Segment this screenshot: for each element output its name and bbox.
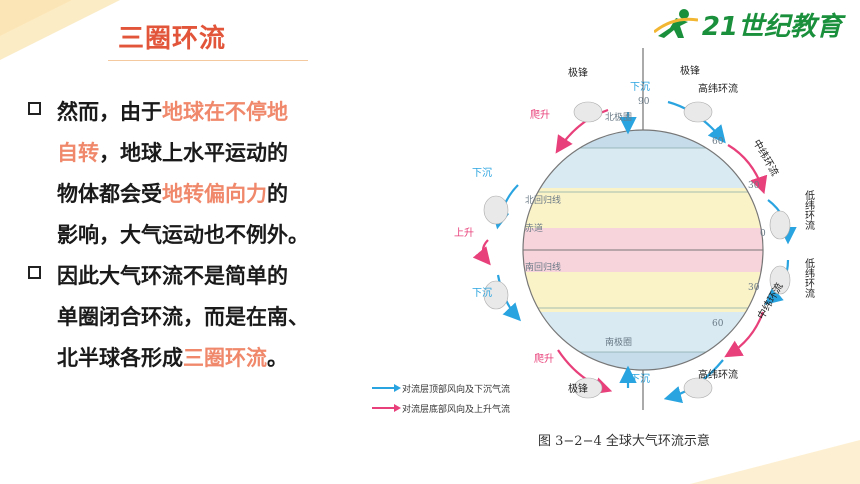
bullet-item: 因此大气环流不是简单的 单圈闭合环流，而是在南、 北半球各形成三圈环流。 [28,256,358,379]
blue-arrow-icon [372,384,401,392]
diagram-legend: 对流层顶部风向及下沉气流 对流层底部风向及上升气流 [372,378,510,418]
label-descend-left-s: 下沉 [472,286,492,299]
label-polar-front-top: 极锋 [680,64,700,77]
label-deg30s: 30 [748,283,760,293]
label-descend-top: 下沉 [630,80,650,93]
bullet-text: 因此大气环流不是简单的 单圈闭合环流，而是在南、 北半球各形成三圈环流。 [57,264,309,370]
logo: 21世纪教育 [653,6,842,43]
label-polar-front-s: 极锋 [568,382,588,395]
label-high-lat-n: 高纬环流 [698,82,738,95]
label-high-lat-s: 高纬环流 [698,368,738,381]
checkbox-bullet-icon [28,102,41,115]
logo-text: 21世纪教育 [701,12,842,42]
label-deg0: 0 [760,229,766,239]
label-polar-front-n: 极锋 [568,66,588,79]
label-rise-eq: 上升 [454,227,474,239]
runner-logo-icon [653,8,698,38]
title-underline [108,60,308,61]
cloud-icons [483,101,791,399]
bullet-text: 然而，由于地球在不停地 自转，地球上水平运动的 物体都会受地转偏向力的 影响，大… [57,100,309,247]
label-equator: 赤道 [525,222,543,234]
legend-row-pink: 对流层底部风向及上升气流 [372,398,510,418]
legend-row-blue: 对流层顶部风向及下沉气流 [372,378,510,398]
globe-bands [523,130,763,370]
label-deg60s: 60 [712,319,724,329]
label-deg30n: 30 [748,181,760,191]
label-arctic: 北极圈 [605,111,632,123]
label-descend-left: 下沉 [472,166,492,179]
page-title: 三圈环流 [118,24,227,54]
label-cancer: 北回归线 [525,194,561,206]
label-rise-n: 爬升 [530,109,550,121]
legend-label: 对流层底部风向及上升气流 [402,404,511,415]
bullet-list: 然而，由于地球在不停地 自转，地球上水平运动的 物体都会受地转偏向力的 影响，大… [28,92,358,379]
globe-outline [522,129,764,371]
label-capricorn: 南回归线 [525,261,561,273]
label-descend-bottom: 下沉 [630,372,650,385]
label-low-lat-s: 低纬环流 [803,257,815,299]
legend-label: 对流层顶部风向及下沉气流 [402,384,511,395]
label-rise-s: 爬升 [534,353,554,365]
bullet-item: 然而，由于地球在不停地 自转，地球上水平运动的 物体都会受地转偏向力的 影响，大… [28,92,358,256]
label-deg90: 90 [638,97,650,107]
checkbox-bullet-icon [28,266,41,279]
global-circulation-diagram: 极锋 极锋 下沉 高纬环流 爬升 中纬环流 下沉 低纬环流 上升 低纬环流 下沉… [454,48,815,410]
figure-caption: 图 3−2−4 全球大气环流示意 [538,434,710,449]
label-deg60n: 60 [712,137,724,147]
label-low-lat-n: 低纬环流 [803,189,815,231]
pink-arrow-icon [372,404,401,412]
corner-decoration-inner [0,0,72,36]
label-antarctic: 南极圈 [605,336,632,348]
corner-decoration-bottom [690,440,860,484]
